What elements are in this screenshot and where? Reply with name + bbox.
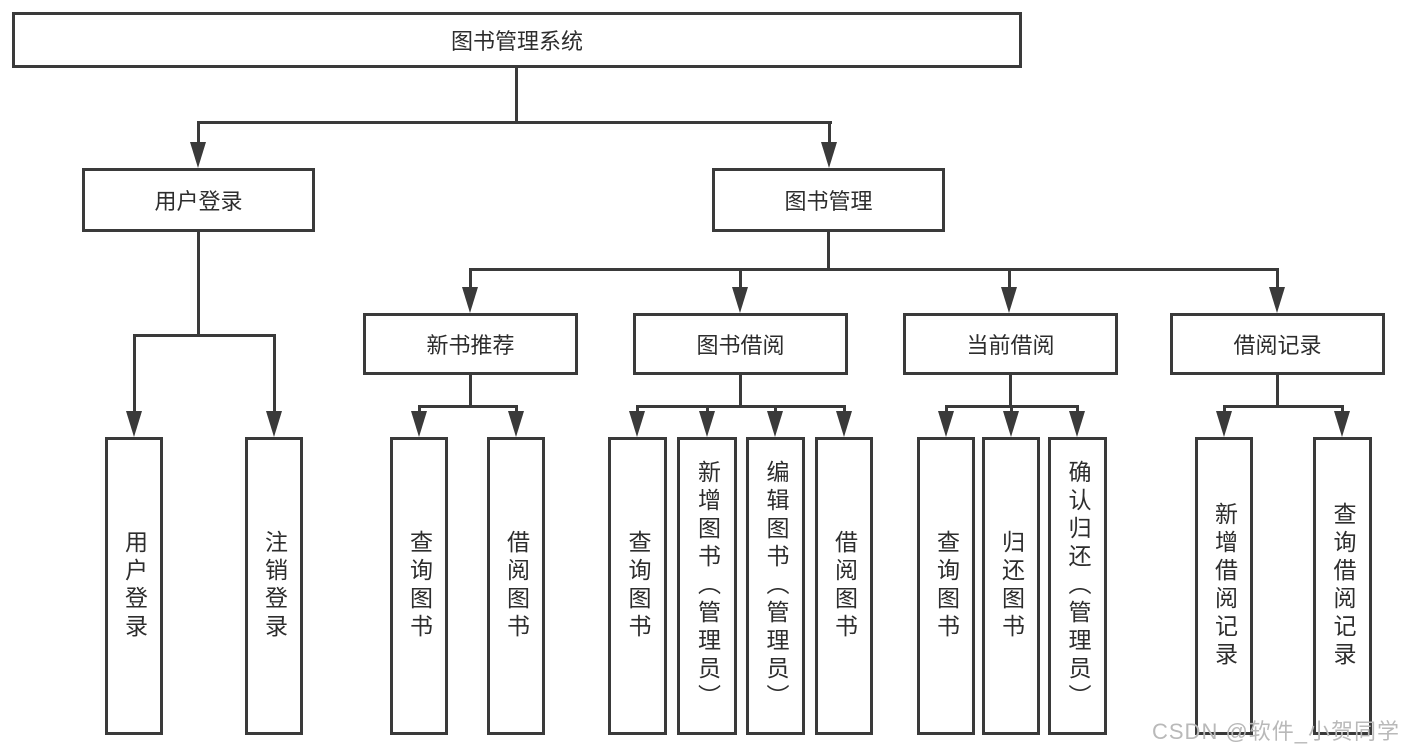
leaf-query-book-2-label: 查询图书: [625, 530, 651, 642]
leaf-borrow-book-2-label: 借阅图书: [831, 530, 858, 642]
leaf-query-borrow-record: 查询借阅记录: [1313, 437, 1372, 735]
connector-trunk-new-book: [469, 375, 472, 407]
leaf-query-borrow-record-label: 查询借阅记录: [1330, 502, 1356, 670]
leaf-confirm-return-admin: 确认归还（管理员）: [1048, 437, 1107, 735]
arrow-down-icon: [767, 411, 783, 437]
connector-drop: [1010, 405, 1013, 413]
node-book-management-label: 图书管理: [784, 189, 873, 214]
arrow-down-icon: [821, 142, 837, 168]
connector-fork-book-borrowing: [636, 405, 846, 408]
leaf-borrow-book-1-label: 借阅图书: [503, 530, 530, 642]
connector-drop: [1276, 268, 1279, 290]
leaf-query-book-1: 查询图书: [390, 437, 448, 735]
leaf-user-login: 用户登录: [105, 437, 163, 735]
connector-fork-level3: [469, 268, 1279, 271]
connector-trunk-borrowing-records: [1276, 375, 1279, 407]
arrow-down-icon: [1069, 411, 1085, 437]
node-new-book-recommendation-label: 新书推荐: [426, 333, 515, 358]
connector-drop: [418, 405, 421, 413]
connector-trunk-book-borrowing: [739, 375, 742, 407]
node-current-borrowing: 当前借阅: [903, 313, 1118, 375]
arrow-down-icon: [938, 411, 954, 437]
arrow-down-icon: [699, 411, 715, 437]
connector-drop: [1008, 268, 1011, 290]
connector-drop: [828, 121, 831, 144]
connector-trunk-root: [515, 68, 518, 124]
leaf-add-book-admin: 新增图书（管理员）: [677, 437, 737, 735]
node-root: 图书管理系统: [12, 12, 1022, 68]
connector-drop: [843, 405, 846, 413]
leaf-borrow-book-1: 借阅图书: [487, 437, 545, 735]
node-root-label: 图书管理系统: [450, 29, 583, 54]
connector-drop: [515, 405, 518, 413]
arrow-down-icon: [266, 411, 282, 437]
connector-drop: [636, 405, 639, 413]
node-book-management: 图书管理: [712, 168, 945, 232]
leaf-logout-label: 注销登录: [261, 530, 288, 642]
connector-trunk-book-management: [827, 232, 830, 270]
connector-drop: [197, 121, 200, 144]
watermark: CSDN @软件_小贺同学: [1152, 719, 1401, 744]
leaf-query-book-1-label: 查询图书: [406, 530, 433, 642]
arrow-down-icon: [629, 411, 645, 437]
arrow-down-icon: [1334, 411, 1350, 437]
node-current-borrowing-label: 当前借阅: [966, 333, 1055, 358]
arrow-down-icon: [836, 411, 852, 437]
leaf-return-book: 归还图书: [982, 437, 1040, 735]
arrow-down-icon: [508, 411, 524, 437]
leaf-borrow-book-2: 借阅图书: [815, 437, 873, 735]
leaf-confirm-return-admin-label: 确认归还（管理员）: [1065, 460, 1091, 712]
connector-fork-new-book: [418, 405, 518, 408]
node-book-borrowing: 图书借阅: [633, 313, 848, 375]
connector-trunk-user-login: [197, 232, 200, 337]
arrow-down-icon: [732, 287, 748, 313]
leaf-add-borrow-record: 新增借阅记录: [1195, 437, 1253, 735]
arrow-down-icon: [1216, 411, 1232, 437]
node-user-login: 用户登录: [82, 168, 315, 232]
connector-drop: [133, 334, 136, 413]
connector-drop: [1341, 405, 1344, 413]
connector-drop: [945, 405, 948, 413]
arrow-down-icon: [126, 411, 142, 437]
node-borrowing-records: 借阅记录: [1170, 313, 1385, 375]
leaf-logout: 注销登录: [245, 437, 303, 735]
connector-fork-user-login: [133, 334, 276, 337]
node-new-book-recommendation: 新书推荐: [363, 313, 578, 375]
leaf-query-book-2: 查询图书: [608, 437, 667, 735]
node-user-login-label: 用户登录: [154, 189, 243, 214]
connector-drop: [1223, 405, 1226, 413]
node-borrowing-records-label: 借阅记录: [1233, 333, 1322, 358]
arrow-down-icon: [1003, 411, 1019, 437]
leaf-query-book-3: 查询图书: [917, 437, 975, 735]
connector-drop: [273, 334, 276, 413]
leaf-edit-book-admin-label: 编辑图书（管理员）: [763, 460, 789, 712]
node-book-borrowing-label: 图书借阅: [696, 333, 785, 358]
connector-drop: [774, 405, 777, 413]
arrow-down-icon: [1269, 287, 1285, 313]
leaf-return-book-label: 归还图书: [998, 530, 1025, 642]
connector-fork-level2: [197, 121, 832, 124]
leaf-user-login-label: 用户登录: [121, 530, 148, 642]
leaf-edit-book-admin: 编辑图书（管理员）: [746, 437, 805, 735]
connector-drop: [1076, 405, 1079, 413]
leaf-add-book-admin-label: 新增图书（管理员）: [694, 460, 721, 712]
leaf-add-borrow-record-label: 新增借阅记录: [1211, 502, 1238, 670]
connector-drop: [469, 268, 472, 290]
connector-drop: [706, 405, 709, 413]
arrow-down-icon: [1001, 287, 1017, 313]
arrow-down-icon: [411, 411, 427, 437]
arrow-down-icon: [190, 142, 206, 168]
connector-trunk-current-borrowing: [1009, 375, 1012, 407]
leaf-query-book-3-label: 查询图书: [933, 530, 960, 642]
connector-fork-borrowing-records: [1223, 405, 1344, 408]
arrow-down-icon: [462, 287, 478, 313]
connector-drop: [739, 268, 742, 290]
